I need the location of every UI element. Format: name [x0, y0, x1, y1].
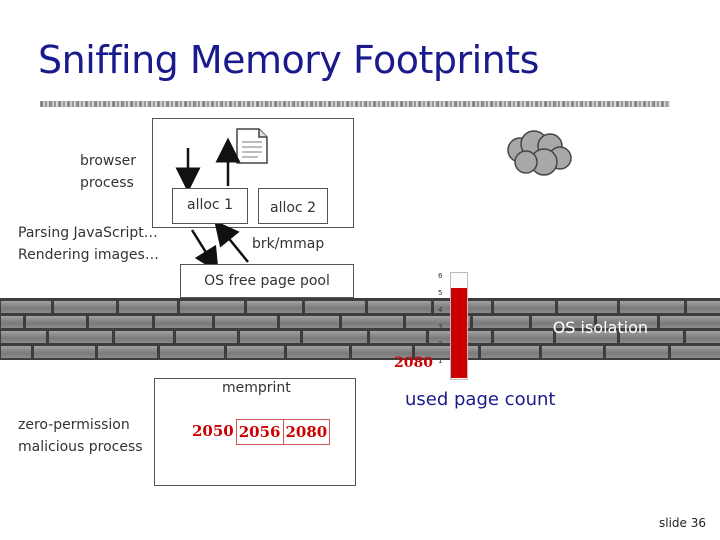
memprint-samples: 2050 2056 2080: [190, 419, 331, 445]
alloc1-label: alloc 1: [187, 197, 233, 213]
browser-process-label: browser process: [80, 150, 136, 194]
alloc2-box: alloc 2: [258, 188, 328, 224]
browser-label-line2: process: [80, 175, 134, 191]
malicious-label-line2: malicious process: [18, 439, 143, 455]
malicious-process-label: zero-permission malicious process: [18, 414, 143, 458]
slide-number: slide 36: [658, 516, 706, 530]
alloc1-box: alloc 1: [172, 188, 248, 224]
thermometer-tick-label: 5: [438, 289, 443, 297]
arrow-from-os-pool: [214, 220, 249, 263]
activity-line2: Rendering images…: [18, 247, 159, 263]
os-isolation-wall: [0, 298, 720, 360]
thermometer-tick-label: 4: [438, 306, 443, 314]
sample-value: 2050: [192, 422, 234, 440]
thermometer-tick-label: 3: [438, 323, 443, 331]
os-free-page-pool: OS free page pool: [180, 264, 354, 298]
os-pool-label: OS free page pool: [204, 273, 330, 289]
memprint-box: [154, 378, 356, 486]
thermometer-scale: 6 5 4 3 2 1: [438, 268, 450, 380]
thermometer-icon: 6 5 4 3 2 1: [438, 268, 470, 380]
current-page-count: 2080: [394, 355, 433, 371]
sample-value: 2080: [283, 419, 331, 445]
brk-mmap-label: brk/mmap: [252, 236, 325, 252]
thermometer-tick-label: 1: [438, 357, 443, 365]
memprint-title: memprint: [222, 380, 291, 396]
thermometer-level: [451, 288, 467, 378]
cloud-icon: [507, 130, 572, 176]
activity-line1: Parsing JavaScript…: [18, 225, 158, 241]
arrow-to-os-pool: [190, 229, 219, 273]
browser-label-line1: browser: [80, 153, 137, 169]
os-isolation-label: OS isolation: [552, 318, 648, 337]
browser-activity-label: Parsing JavaScript… Rendering images…: [18, 222, 159, 266]
slide-title: Sniffing Memory Footprints: [38, 38, 539, 82]
sample-value: 2056: [235, 419, 284, 445]
title-divider: [40, 101, 670, 107]
thermometer-tick-label: 6: [438, 272, 443, 280]
used-page-count-label: used page count: [405, 389, 556, 410]
malicious-label-line1: zero-permission: [18, 417, 130, 433]
thermometer-tick-label: 2: [438, 340, 443, 348]
alloc2-label: alloc 2: [270, 200, 316, 216]
